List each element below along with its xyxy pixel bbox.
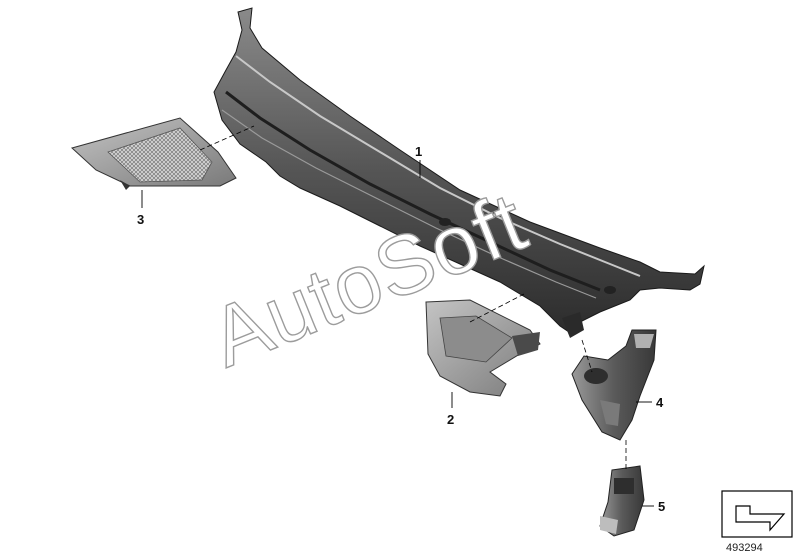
callout-4: 4 — [656, 395, 664, 410]
part-4-air-duct[interactable] — [571, 329, 657, 441]
callout-5: 5 — [658, 499, 665, 514]
leader-lines — [141, 160, 654, 507]
callout-1: 1 — [415, 144, 422, 159]
part-5-drain-tube[interactable] — [599, 465, 645, 537]
part-3-grille-cover[interactable] — [70, 117, 237, 190]
arrow-icon[interactable] — [721, 490, 793, 538]
callout-2: 2 — [447, 412, 454, 427]
part-1-cowl-panel[interactable] — [213, 7, 705, 338]
part-2-corner-cover[interactable] — [425, 299, 541, 397]
reference-number: 493294 — [726, 542, 763, 554]
callout-3: 3 — [137, 212, 144, 227]
assembly-lines — [199, 125, 627, 470]
